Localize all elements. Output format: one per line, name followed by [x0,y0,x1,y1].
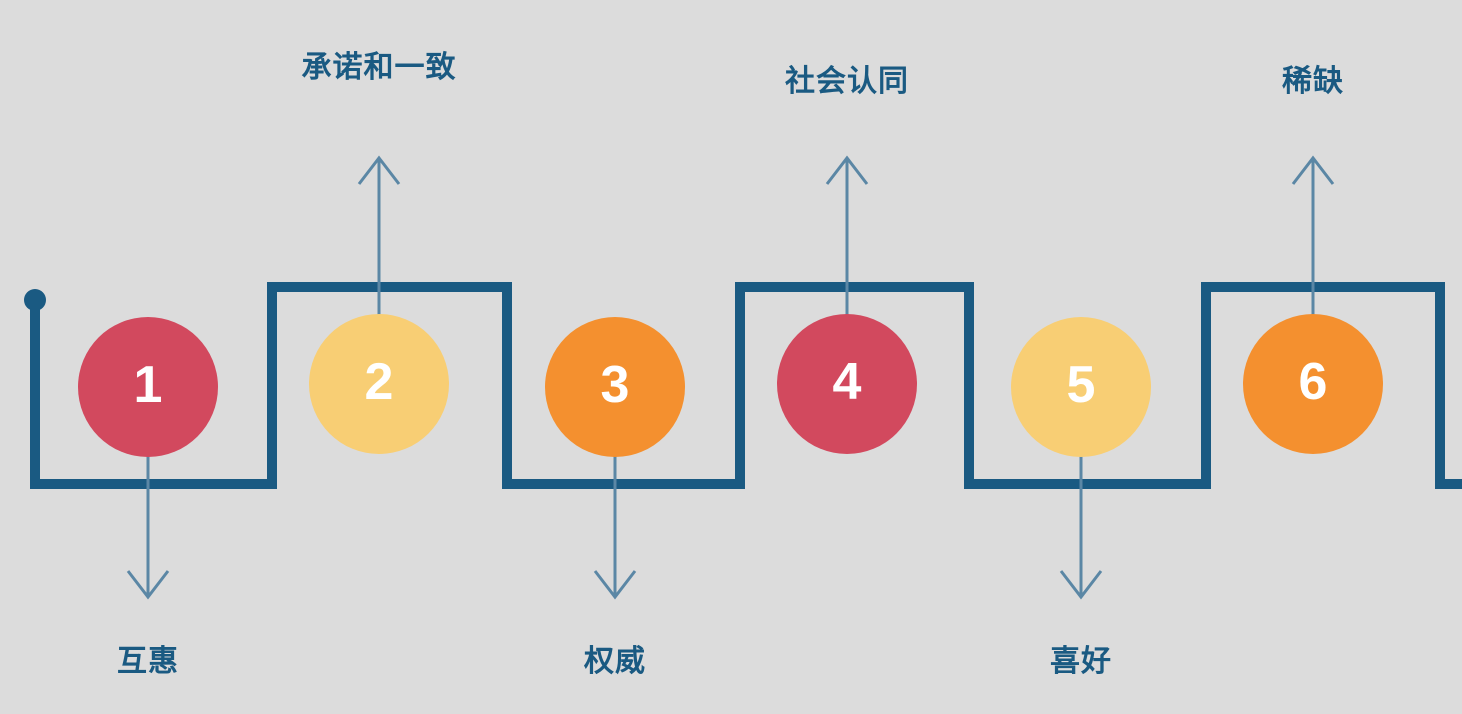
principle-label-top-0: 承诺和一致 [301,51,457,84]
node-number-2: 2 [364,353,394,411]
principle-label-top-2: 稀缺 [1282,65,1344,98]
node-number-4: 4 [832,353,862,411]
arrow-head-down-node-3 [593,570,637,600]
arrow-head-down-node-1 [126,570,170,600]
principle-label-top-1: 社会认同 [785,65,909,98]
zigzag-connector-path [30,282,1462,489]
arrow-head-up-node-2 [357,155,401,185]
node-number-6: 6 [1298,353,1328,411]
arrow-head-up-node-4 [825,155,869,185]
principle-node-2[interactable]: 2 [309,314,449,454]
principle-label-bottom-2: 喜好 [1050,645,1112,678]
principle-node-5[interactable]: 5 [1011,317,1151,457]
node-number-3: 3 [600,356,630,414]
principle-node-4[interactable]: 4 [777,314,917,454]
principle-node-6[interactable]: 6 [1243,314,1383,454]
principle-node-1[interactable]: 1 [78,317,218,457]
principle-label-bottom-1: 权威 [584,645,646,678]
principle-node-3[interactable]: 3 [545,317,685,457]
zigzag-path-group [24,282,1462,489]
arrow-head-down-node-5 [1059,570,1103,600]
arrow-head-up-node-6 [1291,155,1335,185]
node-number-5: 5 [1066,356,1096,414]
path-start-dot [24,289,46,311]
principle-label-bottom-0: 互惠 [117,645,179,678]
node-number-1: 1 [133,356,163,414]
